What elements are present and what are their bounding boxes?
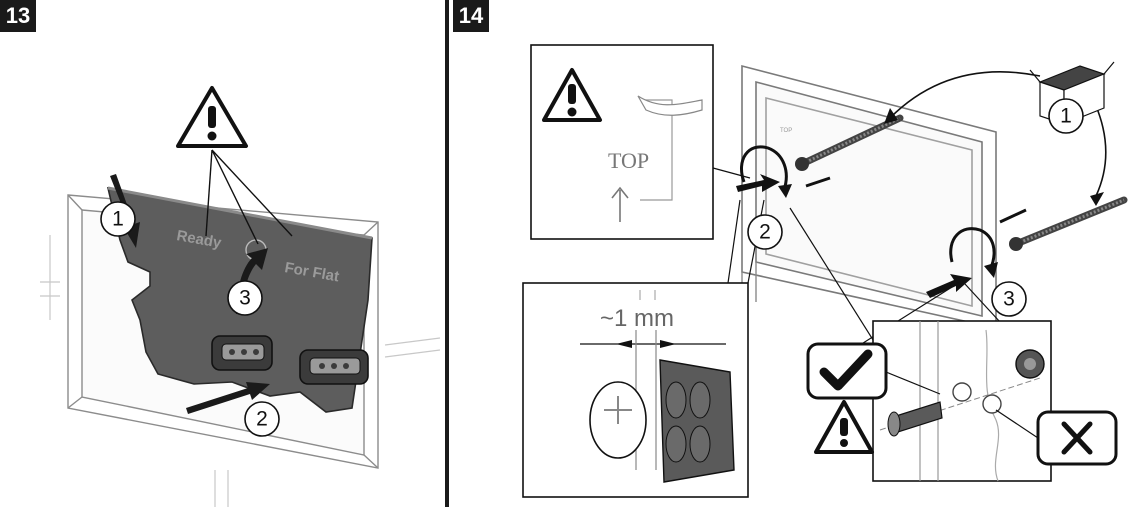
panel-divider [445, 0, 449, 507]
arrow-icon [805, 176, 831, 188]
svg-text:3: 3 [239, 287, 251, 310]
arrow-icon [926, 274, 972, 298]
arrow-icon [186, 382, 270, 414]
dowel-holder-right [299, 349, 369, 385]
arrow-icon [236, 248, 268, 314]
install-frame-14 [741, 64, 997, 329]
warning-pointer-lines [205, 149, 293, 245]
rotate-arrow-icon [740, 145, 788, 191]
callout-1: 1 [1048, 98, 1084, 134]
callout-1: 1 [100, 201, 136, 237]
svg-text:2: 2 [256, 408, 268, 431]
svg-text:1: 1 [112, 208, 124, 231]
svg-text:1: 1 [1060, 105, 1072, 128]
wall-tile-lines [40, 235, 441, 507]
callout-2: 2 [747, 214, 783, 250]
callout-2: 2 [244, 401, 280, 437]
arrow-icon [1095, 105, 1107, 197]
arrow-icon [999, 208, 1027, 224]
warning-triangle-icon [542, 68, 602, 122]
checkmark-icon [806, 342, 888, 400]
step-13-illustration: Ready For Flat 1 3 2 [40, 86, 441, 507]
arrow-icon [736, 174, 780, 192]
up-arrow-icon [611, 186, 629, 222]
installation-detail-box [872, 320, 1052, 482]
svg-text:3: 3 [1003, 288, 1015, 311]
dowel-body [659, 359, 735, 483]
callout-3: 3 [227, 280, 263, 316]
step-13-badge: 13 [0, 0, 36, 32]
distance-label: ~1 mm [600, 305, 674, 332]
dowel-holder-left [211, 335, 273, 371]
top-detail-box: TOP [530, 44, 714, 240]
frame-top-mark: TOP [780, 128, 792, 134]
distance-detail-box: ~1 mm [522, 282, 749, 498]
warning-triangle-icon [176, 86, 248, 148]
arrow-icon [889, 71, 1041, 119]
callout-3: 3 [991, 281, 1027, 317]
svg-text:2: 2 [759, 221, 771, 244]
step-14-badge: 14 [453, 0, 489, 32]
cross-icon [1036, 410, 1118, 466]
step-14-illustration: TOP TOP [522, 44, 1128, 498]
warning-triangle-icon [814, 400, 874, 454]
threaded-rod-lower [1009, 196, 1128, 251]
rotate-arrow-icon [949, 227, 996, 271]
threaded-rod-upper [795, 114, 904, 171]
top-label: TOP [608, 148, 649, 173]
